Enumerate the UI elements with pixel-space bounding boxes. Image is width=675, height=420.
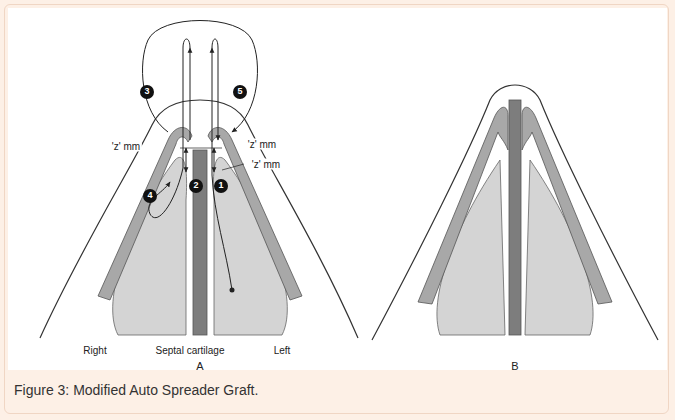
- callout-number: 5: [237, 87, 242, 97]
- callout-number: 1: [218, 181, 223, 191]
- suture-line: [190, 48, 191, 140]
- figure-caption: Figure 3: Modified Auto Spreader Graft.: [14, 382, 258, 399]
- panel-letter: B: [511, 360, 518, 372]
- septum: [509, 100, 521, 335]
- callout-dot: [214, 179, 228, 193]
- upper-lateral-cartilage: [522, 107, 612, 304]
- skin-outline: [40, 100, 358, 338]
- upper-lateral-cartilage: [98, 127, 192, 300]
- callout-number: 2: [193, 181, 198, 191]
- dimension-label: 'z' mm: [246, 139, 278, 150]
- dimension-arrow: [214, 148, 215, 172]
- dimension-label: 'z' mm: [110, 141, 142, 152]
- image-ground: [8, 8, 667, 370]
- callout-dot: [189, 179, 203, 193]
- panel-letter: A: [196, 360, 203, 372]
- figure-b: [372, 85, 658, 340]
- suture-line: [212, 39, 218, 48]
- callout-number: 4: [147, 191, 152, 201]
- suture-line: [218, 48, 219, 140]
- part-name: Septal cartilage: [155, 345, 226, 356]
- dimension-label: 'z' mm: [250, 159, 282, 170]
- callout-dot: [140, 85, 154, 99]
- dimension-arrow: [186, 148, 187, 172]
- side-label: Right: [82, 345, 107, 356]
- suture-line: [149, 39, 190, 218]
- side-label: Left: [273, 345, 292, 356]
- callout-number: 3: [144, 87, 149, 97]
- suture-loop: [143, 21, 258, 133]
- upper-lateral-cartilage: [418, 107, 508, 304]
- callout-dot: [143, 189, 157, 203]
- septum: [193, 150, 207, 335]
- callout-dot: [233, 85, 247, 99]
- suture-line: [212, 48, 232, 290]
- figure-a: [40, 21, 358, 339]
- suture-start: [230, 288, 235, 293]
- skin-outline: [372, 85, 658, 340]
- leader-line: [180, 148, 244, 170]
- upper-lateral-cartilage: [208, 127, 302, 300]
